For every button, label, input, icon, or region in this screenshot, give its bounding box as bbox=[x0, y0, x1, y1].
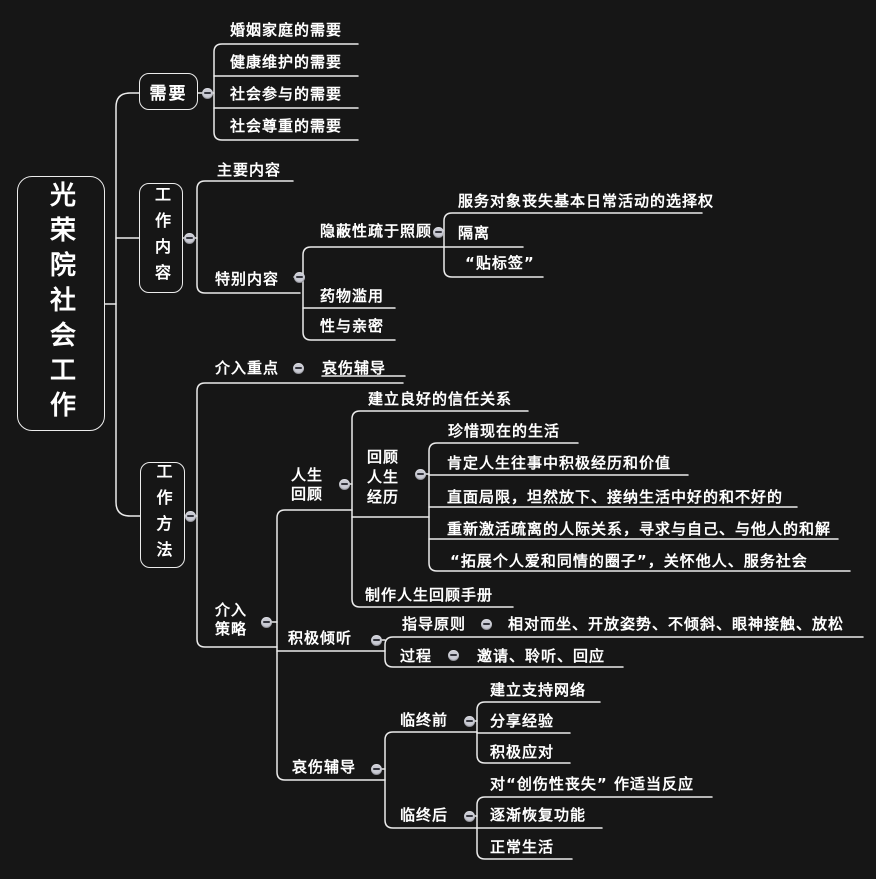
collapse-toggle-before-death[interactable] bbox=[463, 715, 475, 727]
node-grief-counseling[interactable]: 哀伤辅导 bbox=[292, 758, 357, 776]
node-health-maintenance-need[interactable]: 健康维护的需要 bbox=[230, 53, 343, 71]
collapse-toggle-need[interactable] bbox=[201, 87, 213, 99]
collapse-toggle-process[interactable] bbox=[447, 649, 459, 661]
node-restore-function[interactable]: 逐渐恢复功能 bbox=[490, 806, 587, 824]
node-build-trust[interactable]: 建立良好的信任关系 bbox=[368, 390, 513, 408]
node-life-review-handbook[interactable]: 制作人生回顾手册 bbox=[365, 586, 494, 604]
branch-work-method[interactable]: 工作方法 bbox=[140, 462, 185, 568]
branch-work-content[interactable]: 工作内容 bbox=[139, 183, 183, 293]
node-process-detail[interactable]: 邀请、聆听、回应 bbox=[477, 647, 606, 665]
node-face-limits[interactable]: 直面局限，坦然放下、接纳生活中好的和不好的 bbox=[447, 488, 784, 506]
node-main-content[interactable]: 主要内容 bbox=[217, 161, 282, 179]
node-social-respect-need[interactable]: 社会尊重的需要 bbox=[230, 117, 343, 135]
collapse-toggle-hidden-neglect[interactable] bbox=[432, 226, 444, 238]
node-share-experience[interactable]: 分享经验 bbox=[490, 712, 555, 730]
node-normal-life[interactable]: 正常生活 bbox=[490, 838, 555, 856]
node-sex-intimacy[interactable]: 性与亲密 bbox=[320, 317, 385, 335]
collapse-toggle-after-death[interactable] bbox=[463, 810, 475, 822]
node-drug-abuse[interactable]: 药物滥用 bbox=[320, 287, 385, 305]
node-marriage-family-need[interactable]: 婚姻家庭的需要 bbox=[230, 21, 343, 39]
node-life-review[interactable]: 人生回顾 bbox=[291, 466, 324, 503]
collapse-toggle-grief-counseling[interactable] bbox=[370, 763, 382, 775]
node-special-content[interactable]: 特别内容 bbox=[215, 270, 280, 288]
node-intervention-strategy[interactable]: 介入策略 bbox=[215, 601, 248, 638]
node-before-death[interactable]: 临终前 bbox=[400, 711, 449, 729]
collapse-toggle-guiding-principles[interactable] bbox=[480, 618, 492, 630]
collapse-toggle-life-review[interactable] bbox=[338, 478, 350, 490]
node-intervention-focus[interactable]: 介入重点 bbox=[215, 359, 280, 377]
node-reactivate-relations[interactable]: 重新激活疏离的人际关系，寻求与自己、与他人的和解 bbox=[447, 520, 832, 538]
root-node[interactable]: 光荣院社会工作 bbox=[17, 176, 105, 431]
node-grief-counseling-focus[interactable]: 哀伤辅导 bbox=[322, 359, 387, 377]
collapse-toggle-intervention-strategy[interactable] bbox=[260, 616, 272, 628]
node-active-listening[interactable]: 积极倾听 bbox=[288, 629, 353, 647]
node-guiding-principles-detail[interactable]: 相对而坐、开放姿势、不倾斜、眼神接触、放松 bbox=[508, 615, 845, 633]
node-affirm-past[interactable]: 肯定人生往事中积极经历和价值 bbox=[447, 454, 672, 472]
collapse-toggle-work-content[interactable] bbox=[183, 232, 195, 244]
node-process[interactable]: 过程 bbox=[400, 647, 433, 665]
node-isolation[interactable]: 隔离 bbox=[458, 224, 491, 242]
node-hidden-neglect[interactable]: 隐蔽性疏于照顾 bbox=[320, 222, 433, 240]
collapse-toggle-active-listening[interactable] bbox=[370, 634, 382, 646]
branch-need[interactable]: 需要 bbox=[139, 73, 198, 110]
node-expand-love-circle[interactable]: “拓展个人爱和同情的圈子”，关怀他人、服务社会 bbox=[450, 552, 808, 570]
node-support-network[interactable]: 建立支持网络 bbox=[490, 681, 587, 699]
node-after-death[interactable]: 临终后 bbox=[400, 806, 449, 824]
node-guiding-principles[interactable]: 指导原则 bbox=[402, 615, 467, 633]
node-loss-of-choice[interactable]: 服务对象丧失基本日常活动的选择权 bbox=[458, 192, 715, 210]
collapse-toggle-work-method[interactable] bbox=[184, 510, 196, 522]
node-social-participation-need[interactable]: 社会参与的需要 bbox=[230, 85, 343, 103]
collapse-toggle-intervention-focus[interactable] bbox=[292, 362, 304, 374]
node-cherish-present[interactable]: 珍惜现在的生活 bbox=[448, 422, 561, 440]
node-positive-coping[interactable]: 积极应对 bbox=[490, 743, 555, 761]
collapse-toggle-review-experience[interactable] bbox=[414, 468, 426, 480]
node-review-life-experience[interactable]: 回顾人生经历 bbox=[367, 448, 400, 506]
node-labeling[interactable]: “贴标签” bbox=[465, 254, 535, 272]
node-traumatic-loss-response[interactable]: 对“创伤性丧失” 作适当反应 bbox=[490, 775, 694, 793]
collapse-toggle-special-content[interactable] bbox=[293, 271, 305, 283]
